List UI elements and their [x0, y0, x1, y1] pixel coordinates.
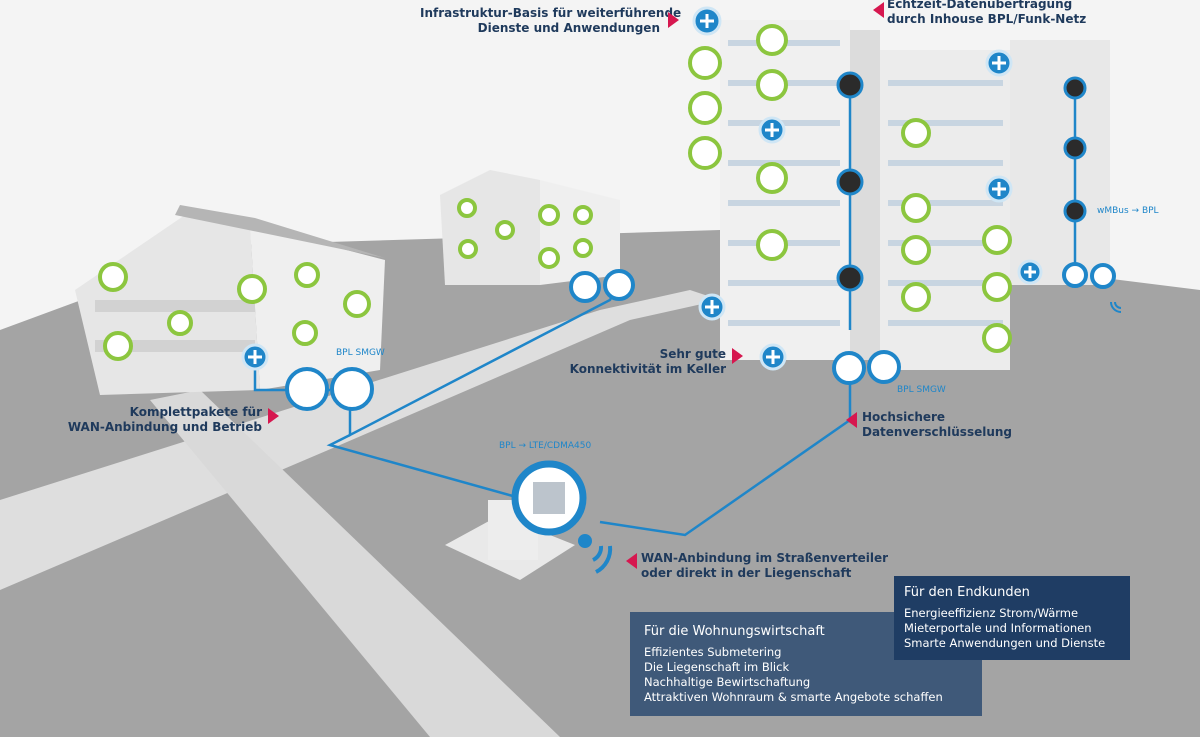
marker-arrow — [626, 553, 637, 569]
gateway-icon — [285, 367, 329, 411]
wmbus-device-icon — [836, 168, 864, 196]
wireless-signal-icon — [1110, 301, 1122, 313]
panel-title: Für die Wohnungswirtschaft — [644, 624, 825, 639]
meter-devices — [98, 24, 1012, 361]
meter-device-icon — [538, 204, 560, 226]
router-device — [533, 482, 565, 514]
plus-circle-icon — [985, 49, 1013, 77]
meter-device-icon — [98, 262, 128, 292]
callout-wan-anbindung: WAN-Anbindung im Straßenverteiler oder d… — [641, 551, 889, 580]
wmbus-device-icon — [836, 71, 864, 99]
meter-device-icon — [901, 118, 931, 148]
panel-endkunden: Für den Endkunden Energieeffizienz Strom… — [894, 576, 1130, 660]
wmbus-device-icon — [1063, 136, 1087, 160]
plus-circle-icon — [698, 293, 726, 321]
tag-bpl-smgw-right: BPL SMGW — [897, 385, 946, 395]
wmbus-devices — [836, 71, 1087, 292]
meter-device-icon — [901, 193, 931, 223]
marker-arrow — [873, 2, 884, 18]
meter-device-icon — [103, 331, 133, 361]
meter-device-icon — [901, 282, 931, 312]
panel-item: Mieterportale und Informationen — [904, 621, 1092, 635]
gateway-icon — [1090, 263, 1116, 289]
meter-device-icon — [982, 272, 1012, 302]
meter-device-icon — [495, 220, 515, 240]
plus-circle-icon — [692, 6, 722, 36]
panel-item: Nachhaltige Bewirtschaftung — [644, 675, 811, 689]
gateway-icon — [330, 367, 374, 411]
meter-device-icon — [343, 290, 371, 318]
meter-device-icon — [688, 136, 722, 170]
gateway-icon — [867, 350, 901, 384]
panel-item: Smarte Anwendungen und Dienste — [904, 636, 1106, 650]
panel-item: Energieeffizienz Strom/Wärme — [904, 606, 1079, 620]
callout-hochsichere: Hochsichere Datenverschlüsselung — [862, 410, 1013, 439]
meter-device-icon — [756, 24, 788, 56]
plus-circle-icon — [758, 116, 786, 144]
callout-echtzeit: Echtzeit-Datenübertragung durch Inhouse … — [887, 0, 1087, 26]
panel-item: Attraktiven Wohnraum & smarte Angebote s… — [644, 690, 943, 704]
gateway-icon — [569, 271, 601, 303]
gateway-icon — [1062, 262, 1088, 288]
callout-infrastruktur: Infrastruktur-Basis für weiterführende D… — [420, 6, 682, 35]
building-left — [75, 205, 385, 395]
wmbus-device-icon — [836, 264, 864, 292]
callout-komplettpakete: Komplettpakete für WAN-Anbindung und Bet… — [67, 405, 262, 434]
tag-bpl-smgw-left: BPL SMGW — [336, 348, 385, 358]
meter-device-icon — [901, 235, 931, 265]
gateway-icon — [832, 351, 866, 385]
plus-icons — [241, 6, 1043, 371]
meter-device-icon — [982, 323, 1012, 353]
wmbus-device-icon — [1063, 199, 1087, 223]
wmbus-device-icon — [1063, 76, 1087, 100]
meter-device-icon — [573, 205, 593, 225]
meter-device-icon — [573, 238, 593, 258]
wireless-signal-icon — [578, 534, 613, 574]
plus-circle-icon — [985, 175, 1013, 203]
gateway-icon — [603, 269, 635, 301]
marker-arrow — [732, 348, 743, 364]
meter-device-icon — [458, 239, 478, 259]
callout-konnektivitaet: Sehr gute Konnektivität im Keller — [569, 347, 726, 376]
panel-item: Effizientes Submetering — [644, 645, 782, 659]
meter-device-icon — [756, 162, 788, 194]
meter-device-icon — [756, 229, 788, 261]
marker-arrow — [668, 12, 679, 28]
panel-item: Die Liegenschaft im Blick — [644, 660, 790, 674]
plus-circle-icon — [759, 343, 787, 371]
marker-arrow — [268, 408, 279, 424]
street-main — [150, 390, 560, 737]
meter-device-icon — [538, 247, 560, 269]
meter-device-icon — [688, 46, 722, 80]
meter-device-icon — [292, 320, 318, 346]
tag-wmbus: wMBus → BPL — [1097, 206, 1159, 216]
meter-device-icon — [167, 310, 193, 336]
plus-circle-icon — [241, 343, 269, 371]
panel-title: Für den Endkunden — [904, 585, 1030, 600]
tag-bpl-lte: BPL → LTE/CDMA450 — [499, 441, 592, 451]
meter-device-icon — [237, 274, 267, 304]
meter-device-icon — [688, 91, 722, 125]
meter-device-icon — [756, 69, 788, 101]
gateways — [285, 262, 1116, 536]
marker-arrow — [846, 412, 857, 428]
meter-device-icon — [982, 225, 1012, 255]
meter-device-icon — [294, 262, 320, 288]
meter-device-icon — [457, 198, 477, 218]
plus-circle-icon — [1017, 259, 1043, 285]
